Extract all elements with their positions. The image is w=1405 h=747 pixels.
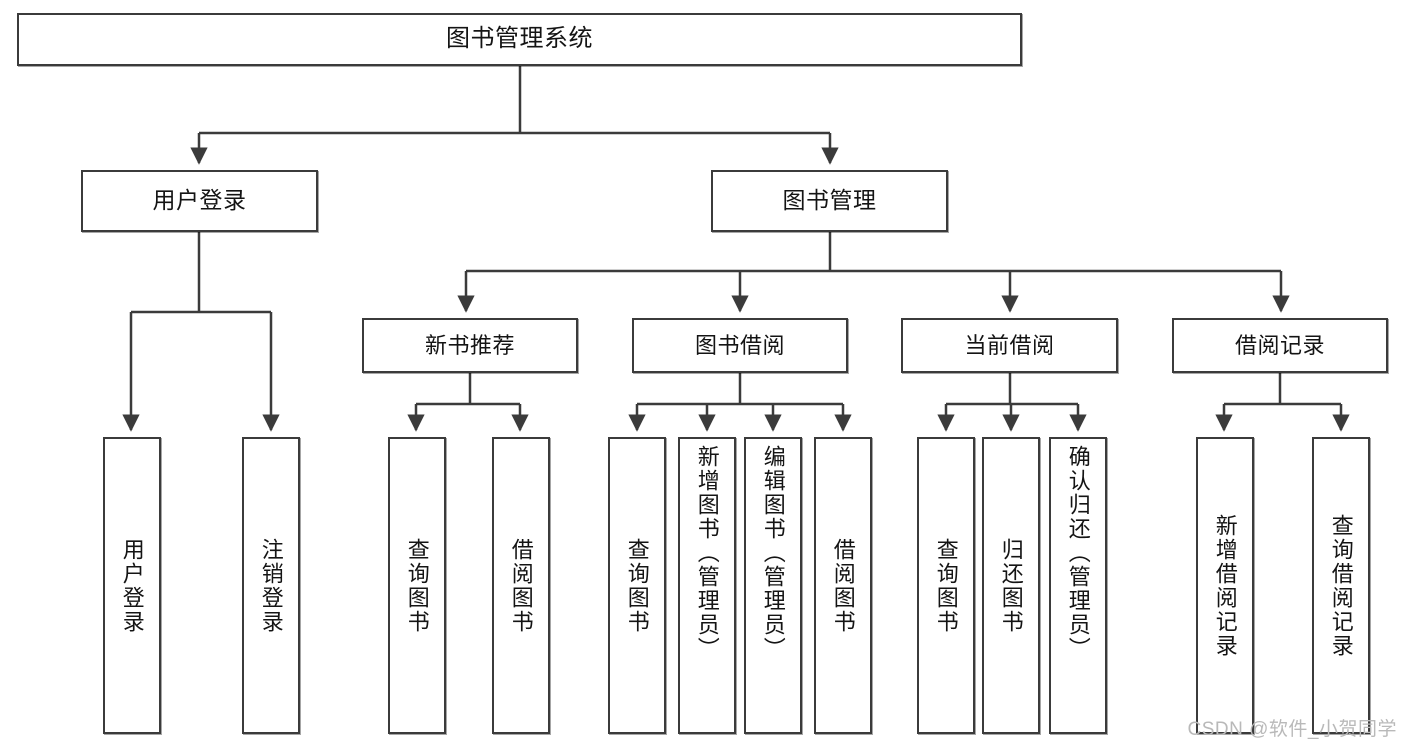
node-leaf-return-book[interactable]: 归还图书 (982, 437, 1040, 734)
node-leaf-add-record[interactable]: 新增借阅记录 (1196, 437, 1254, 734)
node-leaf-logout[interactable]: 注销登录 (242, 437, 300, 734)
node-book-manage-label: 图书管理 (782, 187, 877, 214)
node-root-label: 图书管理系统 (446, 25, 593, 53)
node-leaf-query-book-3-label: 查询图书 (933, 537, 959, 634)
node-leaf-borrow-book-1[interactable]: 借阅图书 (492, 437, 550, 734)
node-leaf-query-book-3[interactable]: 查询图书 (917, 437, 975, 734)
node-leaf-logout-label: 注销登录 (258, 537, 284, 634)
node-new-book-recommend[interactable]: 新书推荐 (362, 318, 578, 373)
node-root[interactable]: 图书管理系统 (17, 13, 1022, 66)
node-leaf-add-book-label: 新增图书（管理员） (694, 445, 720, 661)
node-leaf-query-book-1-label: 查询图书 (404, 537, 430, 634)
node-current-borrow-label: 当前借阅 (964, 332, 1055, 358)
node-leaf-user-login-label: 用户登录 (119, 537, 145, 634)
node-leaf-confirm-return-label: 确认归还（管理员） (1065, 445, 1091, 661)
node-leaf-add-record-label: 新增借阅记录 (1212, 513, 1238, 658)
node-leaf-query-record-label: 查询借阅记录 (1328, 513, 1354, 658)
node-leaf-borrow-book-1-label: 借阅图书 (508, 537, 534, 634)
node-leaf-query-book-1[interactable]: 查询图书 (388, 437, 446, 734)
node-user-login[interactable]: 用户登录 (81, 170, 318, 232)
csdn-watermark: CSDN @软件_小贺同学 (1187, 719, 1397, 740)
node-borrow-record[interactable]: 借阅记录 (1172, 318, 1388, 373)
node-book-borrow-label: 图书借阅 (694, 332, 785, 358)
node-leaf-edit-book[interactable]: 编辑图书（管理员） (744, 437, 802, 734)
node-leaf-user-login[interactable]: 用户登录 (103, 437, 161, 734)
node-current-borrow[interactable]: 当前借阅 (901, 318, 1118, 373)
node-leaf-query-record[interactable]: 查询借阅记录 (1312, 437, 1370, 734)
node-leaf-borrow-book-2[interactable]: 借阅图书 (814, 437, 872, 734)
node-user-login-label: 用户登录 (152, 187, 247, 214)
node-book-borrow[interactable]: 图书借阅 (632, 318, 848, 373)
node-book-manage[interactable]: 图书管理 (711, 170, 948, 232)
node-leaf-return-book-label: 归还图书 (998, 537, 1024, 634)
node-leaf-query-book-2-label: 查询图书 (624, 537, 650, 634)
node-leaf-borrow-book-2-label: 借阅图书 (830, 537, 856, 634)
node-borrow-record-label: 借阅记录 (1234, 332, 1325, 358)
node-leaf-query-book-2[interactable]: 查询图书 (608, 437, 666, 734)
node-new-book-recommend-label: 新书推荐 (424, 332, 515, 358)
node-leaf-confirm-return[interactable]: 确认归还（管理员） (1049, 437, 1107, 734)
node-leaf-add-book[interactable]: 新增图书（管理员） (678, 437, 736, 734)
node-leaf-edit-book-label: 编辑图书（管理员） (760, 445, 786, 661)
